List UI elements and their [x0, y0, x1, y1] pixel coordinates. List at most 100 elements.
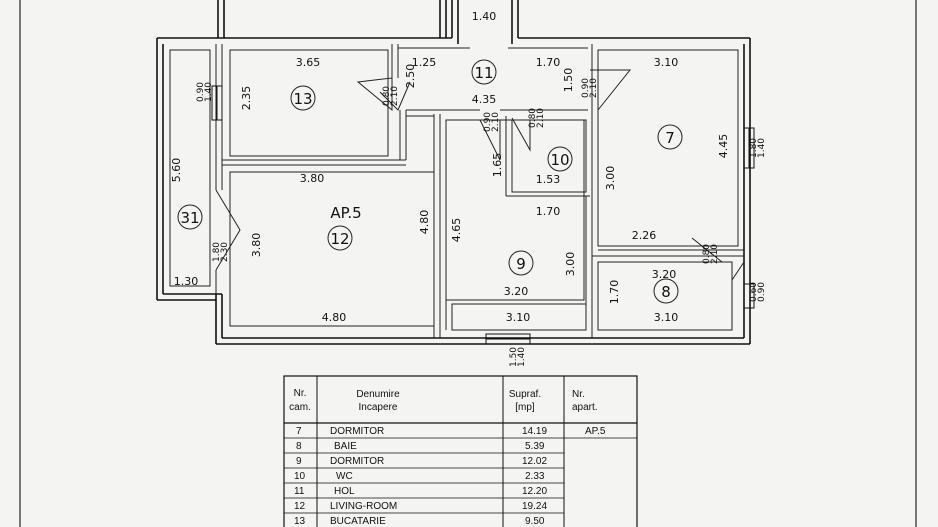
- room-marker-10: [547, 146, 573, 172]
- dim-label: 3.00: [604, 166, 617, 191]
- room-marker-7: [657, 124, 683, 150]
- dim-label: 3.80: [300, 172, 325, 185]
- dim-label: 4.80: [322, 311, 347, 324]
- room-number-9: 9: [516, 255, 526, 273]
- opening-label: 0.80: [528, 108, 538, 128]
- dim-label: 3.00: [564, 252, 577, 277]
- row-nr: 13: [294, 516, 306, 527]
- room-marker-12: [327, 225, 353, 251]
- interior-walls: [169, 44, 744, 338]
- opening-label: 0.90: [757, 282, 767, 302]
- room-number-12: 12: [330, 230, 349, 248]
- row-area: 14.19: [522, 426, 547, 437]
- dim-label: 4.80: [418, 210, 431, 235]
- opening-label: 2.10: [491, 112, 501, 132]
- opening-label: 2.10: [390, 86, 400, 106]
- row-area: 12.20: [522, 486, 547, 497]
- opening-label: 1.40: [517, 347, 527, 367]
- windows: [211, 85, 755, 345]
- row-area: 19.24: [522, 501, 547, 512]
- dim-label: 1.70: [536, 205, 561, 218]
- row-area: 9.50: [525, 516, 545, 527]
- opening-label: 1.80: [749, 138, 759, 158]
- room-marker-31: [177, 204, 203, 230]
- room-marker-8: [653, 278, 679, 304]
- dimension-labels: 1.40 3.65 1.25 1.70 3.10 4.35 1.53 3.80 …: [170, 10, 730, 324]
- dim-label: 3.10: [654, 56, 679, 69]
- room-marker-13: [290, 85, 316, 111]
- room-marker-11: [471, 59, 497, 85]
- opening-label: 0.90: [483, 112, 493, 132]
- room-number-11: 11: [474, 64, 493, 82]
- dim-label: 5.60: [170, 158, 183, 183]
- dim-label: 1.70: [608, 280, 621, 305]
- row-nr: 9: [296, 456, 302, 467]
- opening-label: 1.80: [212, 242, 222, 262]
- table-header-mp: [mp]: [515, 402, 535, 413]
- apartment-label: AP.5: [330, 204, 361, 222]
- row-area: 12.02: [522, 456, 547, 467]
- row-name: DORMITOR: [330, 456, 384, 467]
- row-area: 2.33: [525, 471, 545, 482]
- row-area: 5.39: [525, 441, 545, 452]
- row-name: WC: [336, 471, 353, 482]
- table-header-cam: cam.: [289, 402, 311, 413]
- rooms-table: Nr. cam. Denumire Incapere Supraf. [mp] …: [283, 375, 638, 527]
- row-nr: 8: [296, 441, 302, 452]
- table-row: 10 WC 2.33: [294, 471, 545, 482]
- exterior-walls: [156, 0, 751, 345]
- table-row: 7 DORMITOR 14.19 AP.5: [296, 426, 606, 437]
- row-name: DORMITOR: [330, 426, 384, 437]
- row-nr: 7: [296, 426, 302, 437]
- room-marker-9: [508, 250, 534, 276]
- table-row: 11 HOL 12.20: [294, 486, 547, 497]
- dim-label: 3.80: [250, 233, 263, 258]
- dim-label: 1.70: [536, 56, 561, 69]
- opening-label: 2.10: [536, 108, 546, 128]
- opening-label: 0.60: [749, 282, 759, 302]
- dim-label: 2.50: [404, 64, 417, 89]
- room-number-10: 10: [550, 151, 569, 169]
- dim-label: 4.35: [472, 93, 497, 106]
- table-row: 8 BAIE 5.39: [296, 441, 545, 452]
- opening-label: 2.10: [710, 244, 720, 264]
- dim-label: 2.26: [632, 229, 657, 242]
- row-nr: 12: [294, 501, 306, 512]
- opening-label: 0.80: [382, 86, 392, 106]
- dim-label: 2.35: [240, 86, 253, 111]
- row-name: HOL: [334, 486, 355, 497]
- dim-label: 1.30: [174, 275, 199, 288]
- row-name: BAIE: [334, 441, 357, 452]
- table-header-nr: Nr.: [294, 388, 307, 399]
- table-header-incapere: Incapere: [359, 402, 398, 413]
- door-swings: [215, 69, 745, 281]
- row-name: BUCATARIE: [330, 516, 386, 527]
- room-number-31: 31: [180, 209, 199, 227]
- dim-label: 4.45: [717, 134, 730, 159]
- table-header-supraf: Supraf.: [509, 389, 541, 400]
- dim-label: 1.50: [562, 68, 575, 93]
- row-nr: 11: [294, 486, 305, 497]
- row-name: LIVING-ROOM: [330, 501, 397, 512]
- opening-label: 2.10: [589, 78, 599, 98]
- opening-label: 1.40: [204, 82, 214, 102]
- room-number-7: 7: [665, 129, 675, 147]
- dim-label: 4.65: [450, 218, 463, 243]
- table-row: 12 LIVING-ROOM 19.24: [294, 501, 547, 512]
- room-number-8: 8: [661, 283, 671, 301]
- table-row: 9 DORMITOR 12.02: [296, 456, 547, 467]
- opening-label: 0.80: [702, 244, 712, 264]
- dim-label: 3.20: [504, 285, 529, 298]
- table-header-nr-ap: Nr.: [572, 389, 585, 400]
- dim-label: 1.40: [472, 10, 497, 23]
- dim-label: 1.53: [536, 173, 561, 186]
- dim-label: 3.20: [652, 268, 677, 281]
- opening-label: 0.90: [581, 78, 591, 98]
- row-nr: 10: [294, 471, 306, 482]
- dim-label: 3.10: [654, 311, 679, 324]
- table-row: 13 BUCATARIE 9.50: [294, 516, 545, 527]
- opening-label: 2.30: [220, 242, 230, 262]
- opening-label: 1.40: [757, 138, 767, 158]
